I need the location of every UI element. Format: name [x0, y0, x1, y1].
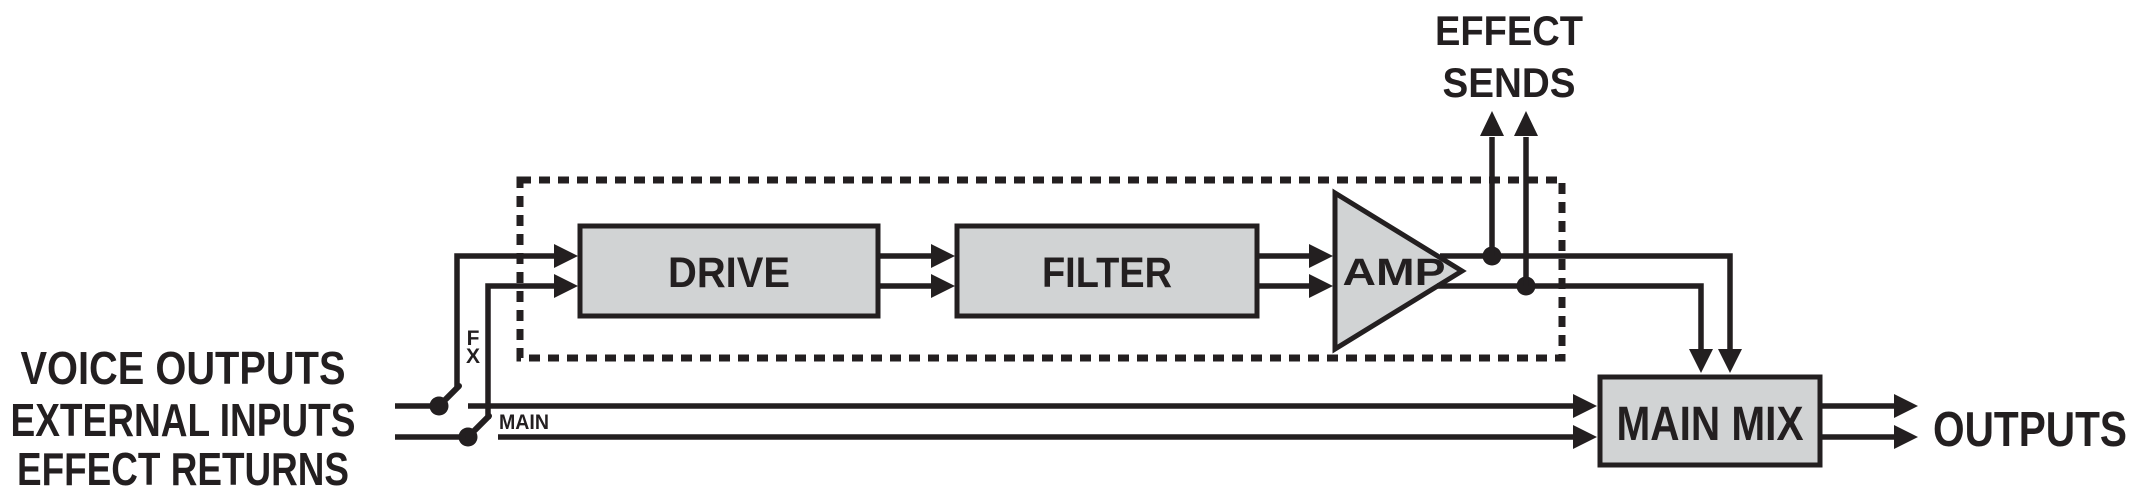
switch-blade-1 [436, 383, 462, 409]
input-labels: VOICE OUTPUTS EXTERNAL INPUTS EFFECT RET… [11, 342, 356, 495]
output-arrowhead-1 [1894, 394, 1918, 418]
fx-route-line-2 [485, 283, 554, 419]
main-mix-label: MAIN MIX [1617, 398, 1804, 451]
outputs: OUTPUTS [1820, 394, 2127, 457]
input-label-external-inputs: EXTERNAL INPUTS [11, 394, 356, 446]
drive-label: DRIVE [668, 249, 790, 297]
amp-block [1332, 188, 1467, 354]
outputs-label: OUTPUTS [1933, 403, 2127, 457]
filter-block [954, 223, 1260, 319]
filter-to-amp-arrowhead-1 [1309, 244, 1333, 268]
amp-output-arrowhead-2 [1689, 349, 1713, 373]
drive-to-filter-arrowhead-1 [931, 244, 955, 268]
switch-blade-2 [465, 413, 492, 440]
main-route-label: MAIN [499, 411, 549, 434]
fx-route-label-x: X [466, 345, 480, 368]
effect-sends-label-line2: SENDS [1443, 59, 1576, 106]
fx-section-dashed-boundary [516, 176, 1566, 362]
filter-to-amp-arrowhead-2 [1309, 274, 1333, 298]
fx-route-line-1 [454, 253, 554, 389]
effect-sends: EFFECT SENDS [1435, 7, 1583, 296]
input-routing: F X MAIN [395, 244, 1597, 449]
drive-block [577, 223, 881, 319]
amp-output-line-2 [1437, 283, 1704, 350]
input-label-voice-outputs: VOICE OUTPUTS [21, 342, 346, 394]
output-arrowhead-2 [1894, 425, 1918, 449]
fx-route-arrowhead-2 [554, 274, 578, 298]
main-line-arrowhead-2 [1573, 425, 1597, 449]
amp-output-line-1 [1440, 253, 1733, 350]
filter-label: FILTER [1042, 249, 1172, 297]
fx-route-label-f: F [467, 327, 480, 350]
main-line-arrowhead-1 [1573, 394, 1597, 418]
amp-label: AMP [1343, 252, 1446, 294]
effect-sends-label-line1: EFFECT [1435, 7, 1583, 54]
drive-to-filter-arrowhead-2 [931, 274, 955, 298]
main-mix-block [1597, 374, 1823, 468]
amp-output-arrowhead-1 [1718, 349, 1742, 373]
effect-send-arrowhead-2 [1514, 111, 1538, 136]
input-label-effect-returns: EFFECT RETURNS [17, 443, 349, 495]
effect-send-arrowhead-1 [1480, 111, 1504, 136]
fx-route-arrowhead-1 [554, 244, 578, 268]
